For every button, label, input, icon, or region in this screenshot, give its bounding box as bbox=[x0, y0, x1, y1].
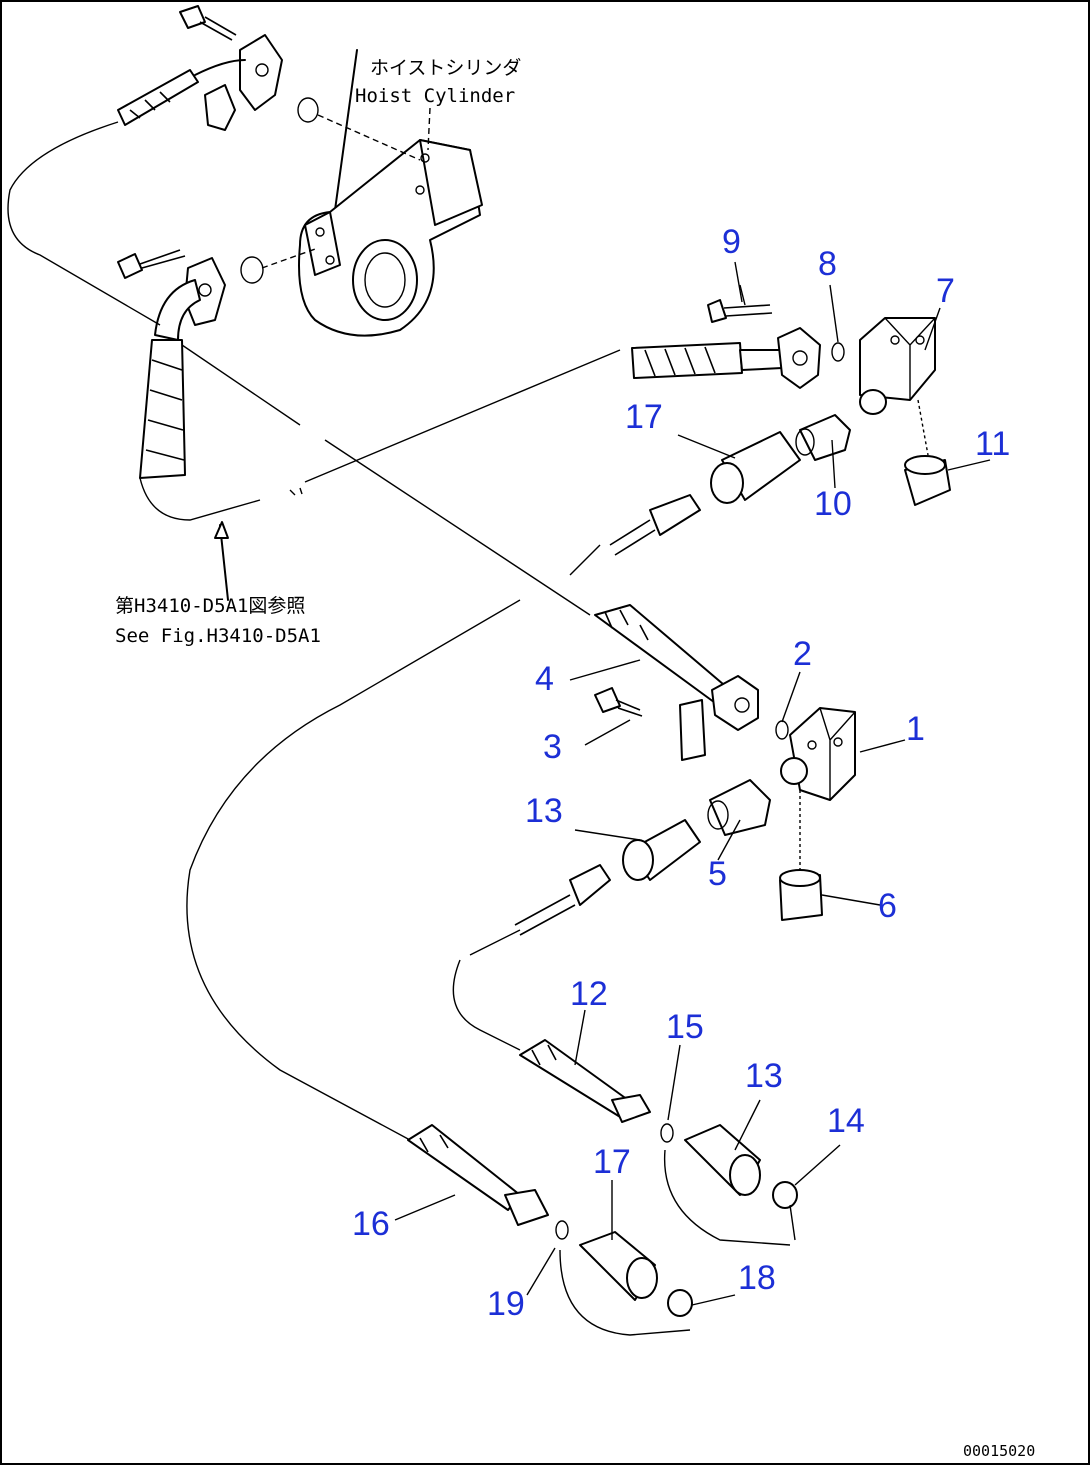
part-19-ring bbox=[555, 1220, 691, 1336]
upper-flange-assembly bbox=[117, 5, 421, 161]
lower-flange-assembly bbox=[117, 247, 319, 479]
callout-18: 18 bbox=[738, 1259, 776, 1297]
callout-5: 5 bbox=[708, 855, 727, 893]
part-17-coupler-upper bbox=[710, 431, 801, 504]
part-17-coupler-lower bbox=[579, 1231, 658, 1301]
callout-3: 3 bbox=[543, 728, 562, 766]
callout-2: 2 bbox=[793, 635, 812, 673]
reference-label: 第H3410-D5A1図参照 See Fig.H3410-D5A1 bbox=[115, 595, 321, 647]
part-18-plug bbox=[667, 1289, 693, 1317]
part-16-hose bbox=[407, 1124, 549, 1226]
part-11-cap bbox=[904, 399, 951, 506]
callouts: 1 2 3 4 5 6 7 8 9 10 11 12 13 13 14 15 1… bbox=[352, 223, 1010, 1323]
leader-lines bbox=[394, 261, 991, 1306]
part-3-bolt bbox=[594, 687, 706, 761]
callout-4: 4 bbox=[535, 660, 554, 698]
callout-10: 10 bbox=[814, 485, 852, 523]
part-4-hose bbox=[594, 604, 731, 706]
part-15-ring bbox=[660, 1123, 791, 1246]
part-13-coupler-middle bbox=[622, 819, 701, 881]
hose-upper bbox=[631, 342, 783, 379]
callout-14: 14 bbox=[827, 1102, 865, 1140]
callout-13-middle: 13 bbox=[525, 792, 563, 830]
callout-7: 7 bbox=[936, 272, 955, 310]
hoist-label: ホイストシリンダ Hoist Cylinder bbox=[355, 57, 521, 151]
callout-17-lower: 17 bbox=[593, 1143, 631, 1181]
drawing-code: 00015020 bbox=[963, 1442, 1035, 1460]
callout-15: 15 bbox=[666, 1008, 704, 1046]
part-flange-middle bbox=[711, 675, 759, 731]
part-2-oring bbox=[775, 720, 789, 740]
reference-label-en: See Fig.H3410-D5A1 bbox=[115, 625, 321, 647]
callout-17-upper: 17 bbox=[625, 398, 663, 436]
part-14-plug bbox=[772, 1181, 798, 1241]
part-6-cap bbox=[779, 790, 823, 921]
reference-label-jp: 第H3410-D5A1図参照 bbox=[115, 595, 305, 617]
callout-1: 1 bbox=[906, 710, 925, 748]
hose-fitting-middle bbox=[514, 864, 611, 936]
part-12-hose bbox=[519, 1039, 651, 1123]
callout-9: 9 bbox=[722, 223, 741, 261]
callout-19: 19 bbox=[487, 1285, 525, 1323]
hoist-cylinder bbox=[298, 49, 483, 337]
callout-8: 8 bbox=[818, 245, 837, 283]
callout-11: 11 bbox=[975, 425, 1010, 463]
callout-16: 16 bbox=[352, 1205, 390, 1243]
part-8-oring bbox=[831, 342, 845, 362]
hose-fitting-upper bbox=[609, 494, 701, 556]
part-5-coupler bbox=[707, 779, 771, 836]
part-1-block bbox=[780, 707, 856, 801]
part-flange-upper bbox=[777, 327, 821, 389]
callout-6: 6 bbox=[878, 887, 897, 925]
callout-12: 12 bbox=[570, 975, 608, 1013]
hoist-label-en: Hoist Cylinder bbox=[355, 85, 515, 107]
hoist-label-jp: ホイストシリンダ bbox=[370, 57, 521, 79]
part-9-bolt bbox=[707, 284, 773, 323]
part-13-coupler-lower bbox=[684, 1124, 761, 1196]
part-7-block bbox=[859, 317, 936, 415]
callout-13-lower: 13 bbox=[745, 1057, 783, 1095]
hose-routing bbox=[7, 121, 621, 1141]
part-10-coupler bbox=[795, 414, 851, 461]
